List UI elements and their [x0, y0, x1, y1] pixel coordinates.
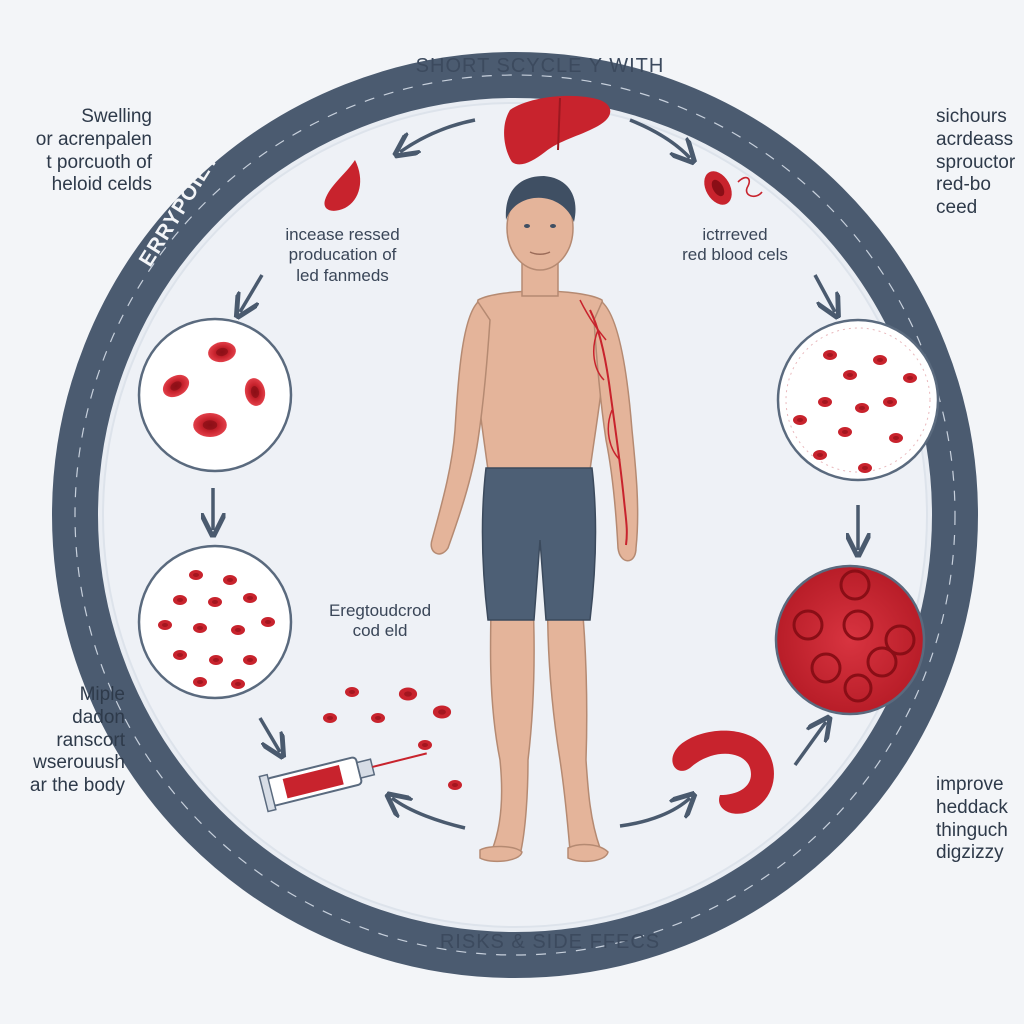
side-text-bottom-right: improve heddack thinguch digzizzy: [936, 774, 1008, 864]
liver-icon: [504, 95, 611, 165]
arrow-bottom-right: [619, 798, 690, 828]
side-text-bottom-left: Miple dadon ranscort wserouush ar the bo…: [29, 684, 125, 797]
side-text-top-right: sichours acrdeass sprouctor red-bo ceed: [936, 106, 1016, 219]
curved-vessel-icon: [672, 730, 774, 814]
syringe-icon: [258, 752, 427, 813]
arrow-left-3: [258, 717, 280, 752]
blood-sample-circle-1: [137, 317, 293, 473]
inner-text-left-top: incease ressed producation of led fanmed…: [285, 225, 400, 285]
inner-text-left-bottom: Eregtoudcrod cod eld: [328, 601, 432, 641]
ring-bottom-label: RISKS & SIDE FFECS: [440, 931, 660, 953]
inner-text-right-top: ictrreved red blood cels: [682, 225, 788, 265]
red-cell-icon: [704, 171, 763, 205]
arrow-left-1: [240, 274, 264, 312]
blood-sample-circle-3: [776, 318, 940, 482]
side-text-top-left: Swelling or acrenpalen t porcuoth of hel…: [35, 106, 152, 196]
blood-drop-icon: [324, 160, 361, 211]
arrow-top-left: [400, 118, 476, 152]
ring-top-label: SHORT SCYCLE Y WITH: [416, 55, 665, 77]
arrow-right-3: [793, 722, 826, 767]
arrow-right-1: [813, 274, 835, 312]
human-figure: [430, 176, 639, 863]
blood-sample-circle-4: [774, 564, 926, 716]
arrow-bottom-left: [392, 798, 466, 830]
arrow-top-right: [629, 118, 690, 158]
blood-sample-circle-2: [137, 544, 293, 700]
